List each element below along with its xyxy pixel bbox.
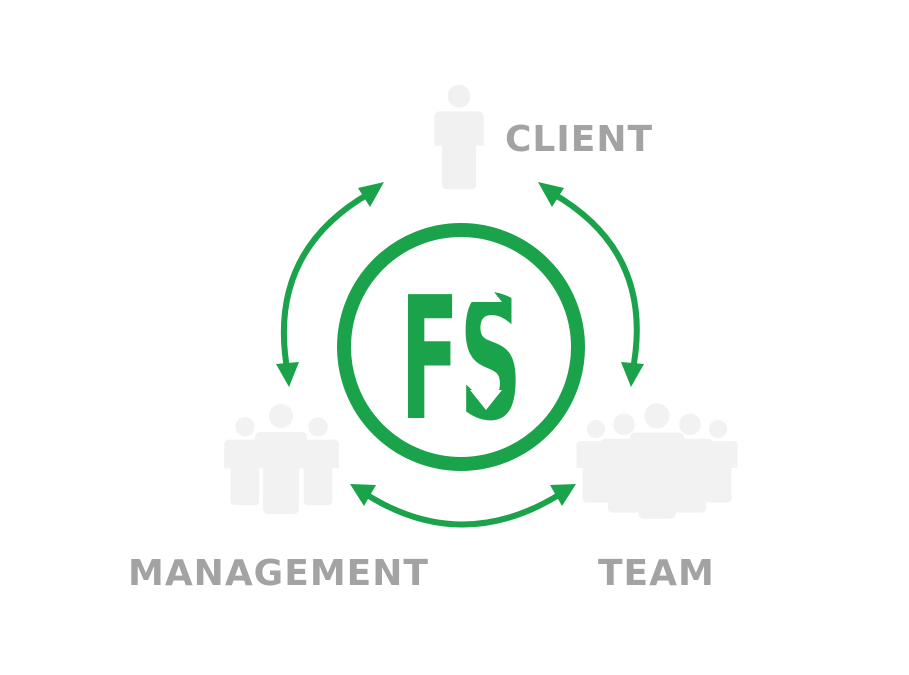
left-double-arrow [276, 182, 384, 387]
team-label: TEAM [598, 553, 715, 594]
client-label: CLIENT [505, 119, 653, 160]
management-group-icon [224, 404, 339, 514]
management-label: MANAGEMENT [128, 553, 429, 594]
logo-up-arrow-icon [470, 282, 502, 302]
right-double-arrow [538, 182, 644, 387]
team-group-icon [576, 403, 738, 519]
fs-logo: FS [337, 223, 585, 471]
logo-down-arrow-icon [470, 390, 502, 410]
client-person-icon [434, 84, 484, 190]
bottom-double-arrow [350, 484, 576, 528]
logo-letters: FS [400, 261, 522, 459]
